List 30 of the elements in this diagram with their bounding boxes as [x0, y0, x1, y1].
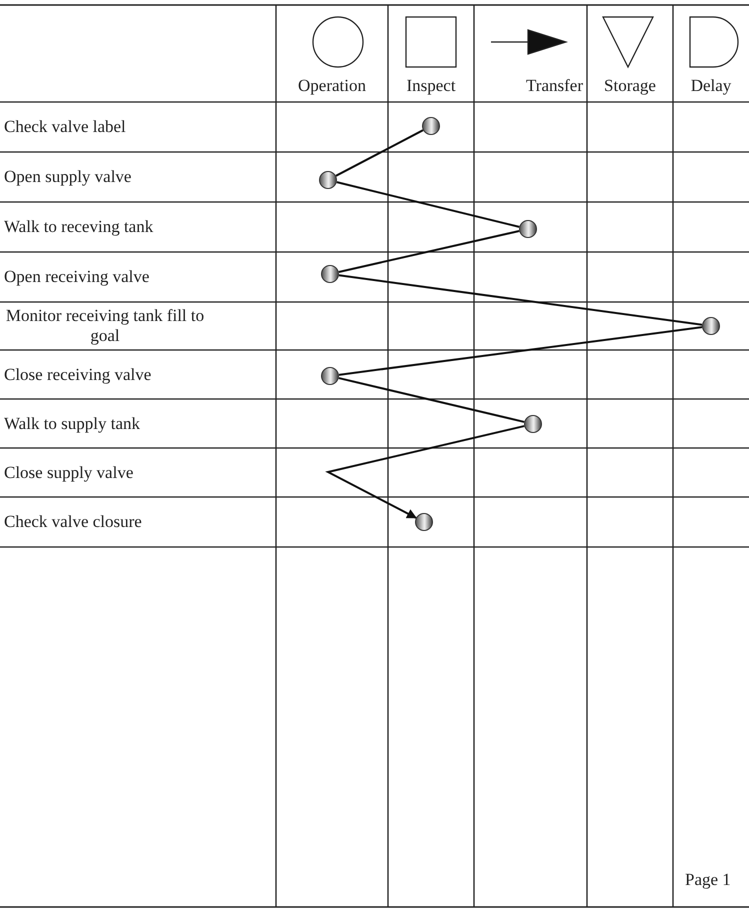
- connector-line: [338, 377, 524, 423]
- step-label: Check valve label: [4, 117, 126, 137]
- column-header: Storage: [603, 76, 657, 96]
- column-header: Inspect: [405, 76, 457, 96]
- step-label: Close receiving valve: [4, 365, 152, 385]
- step-dot: [524, 415, 542, 433]
- step-dot: [321, 367, 339, 385]
- column-header: Operation: [297, 76, 367, 96]
- step-label: Open receiving valve: [4, 267, 150, 287]
- step-label: Walk to supply tank: [4, 414, 140, 434]
- step-label: Open supply valve: [4, 167, 132, 187]
- step-label: Close supply valve: [4, 463, 134, 483]
- column-header: Transfer: [525, 76, 583, 96]
- connector-line: [336, 129, 424, 177]
- column-header: Delay: [690, 76, 732, 96]
- step-dot: [319, 171, 337, 189]
- step-dot: [422, 117, 440, 135]
- connector-line: [338, 326, 702, 376]
- step-dot: [415, 513, 433, 531]
- step-label: Monitor receiving tank fill to goal: [4, 306, 206, 346]
- step-dot: [321, 265, 339, 283]
- connector-line: [336, 181, 520, 228]
- arrow: [325, 425, 524, 519]
- step-dot: [519, 220, 537, 238]
- step-label: Check valve closure: [4, 512, 142, 532]
- step-label: Walk to receving tank: [4, 217, 154, 237]
- page-number: Page 1: [685, 870, 731, 890]
- step-dot: [702, 317, 720, 335]
- connector-line: [338, 274, 702, 326]
- connector-line: [338, 230, 520, 273]
